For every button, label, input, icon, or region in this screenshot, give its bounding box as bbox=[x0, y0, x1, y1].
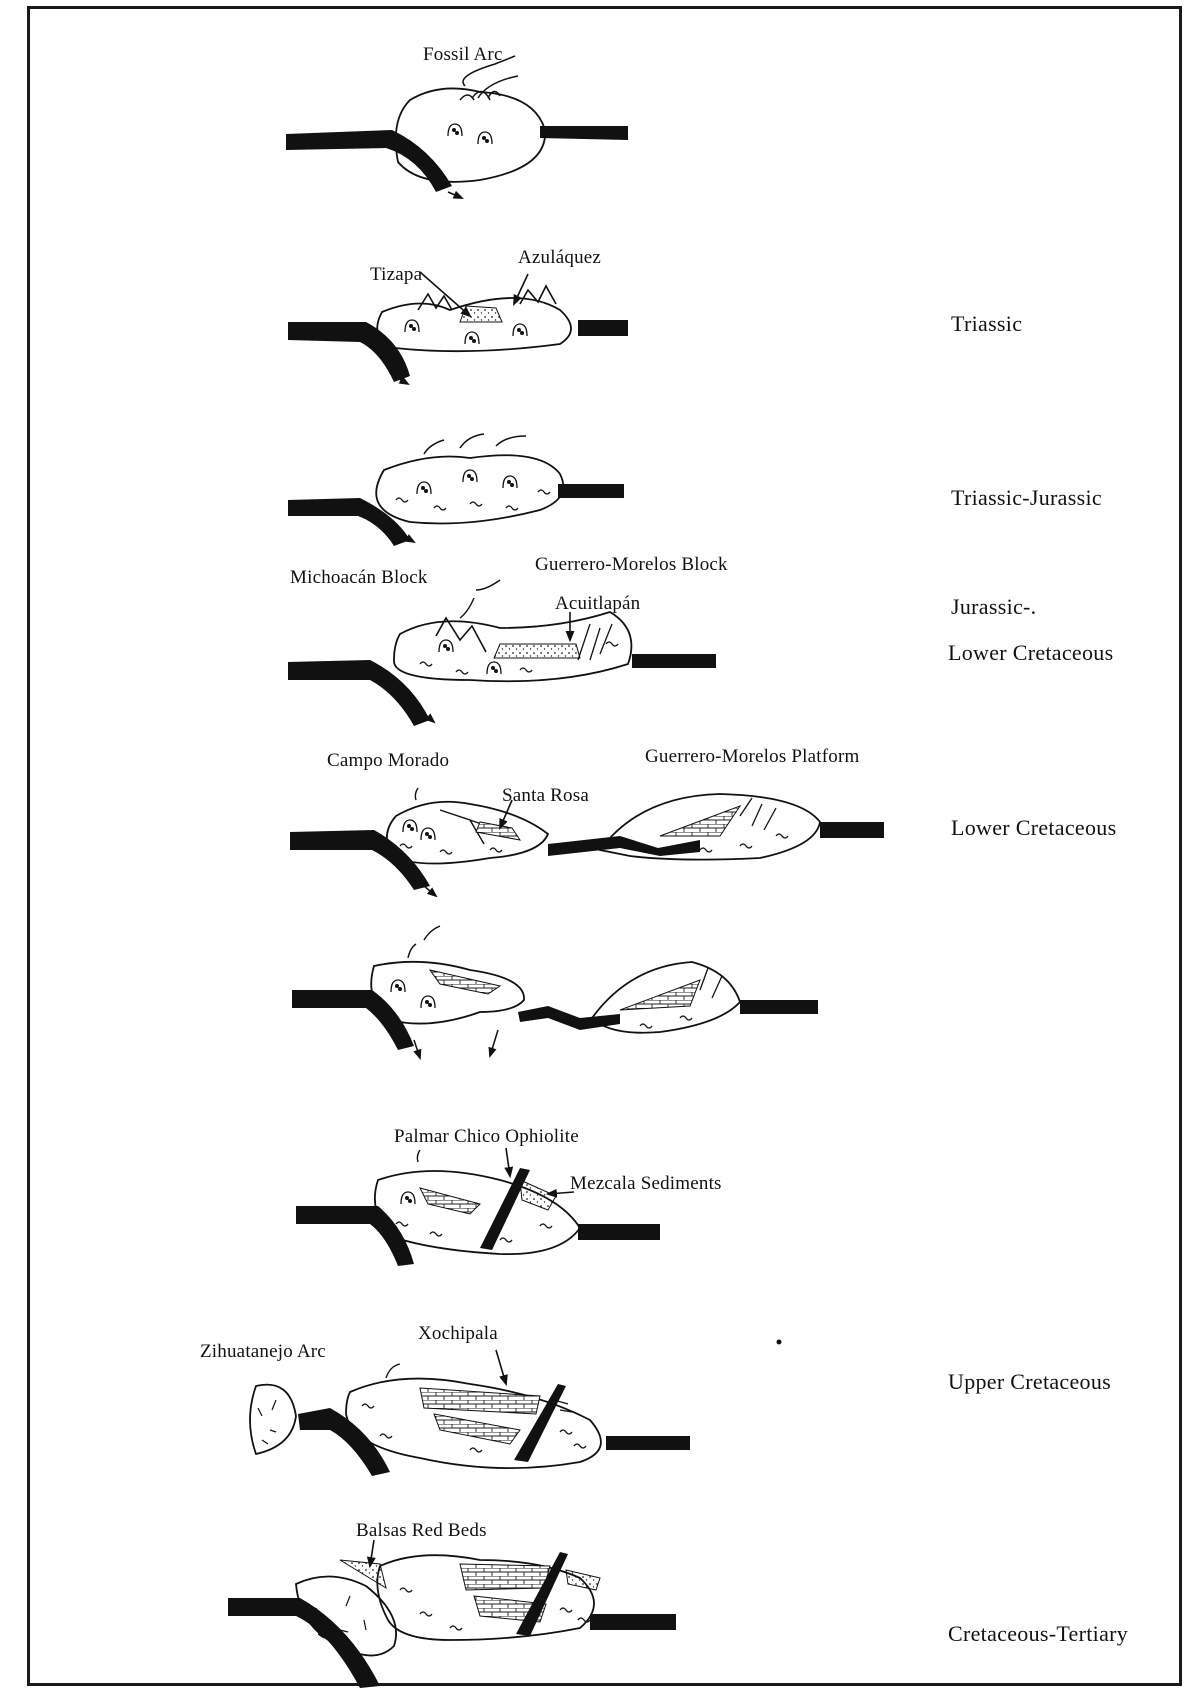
panel-upper-cretaceous bbox=[250, 1350, 690, 1476]
panel-palmar-chico bbox=[296, 1148, 660, 1266]
panel-six bbox=[292, 926, 818, 1058]
panel-fossil-arc bbox=[286, 56, 628, 198]
panel-cretaceous-tertiary bbox=[228, 1540, 676, 1688]
panel-jurassic-lower-cretaceous bbox=[288, 580, 716, 726]
panel-triassic-jurassic bbox=[288, 434, 624, 546]
panel-triassic bbox=[288, 272, 628, 384]
panel-lower-cretaceous bbox=[290, 788, 884, 896]
stray-dot bbox=[777, 1340, 782, 1345]
